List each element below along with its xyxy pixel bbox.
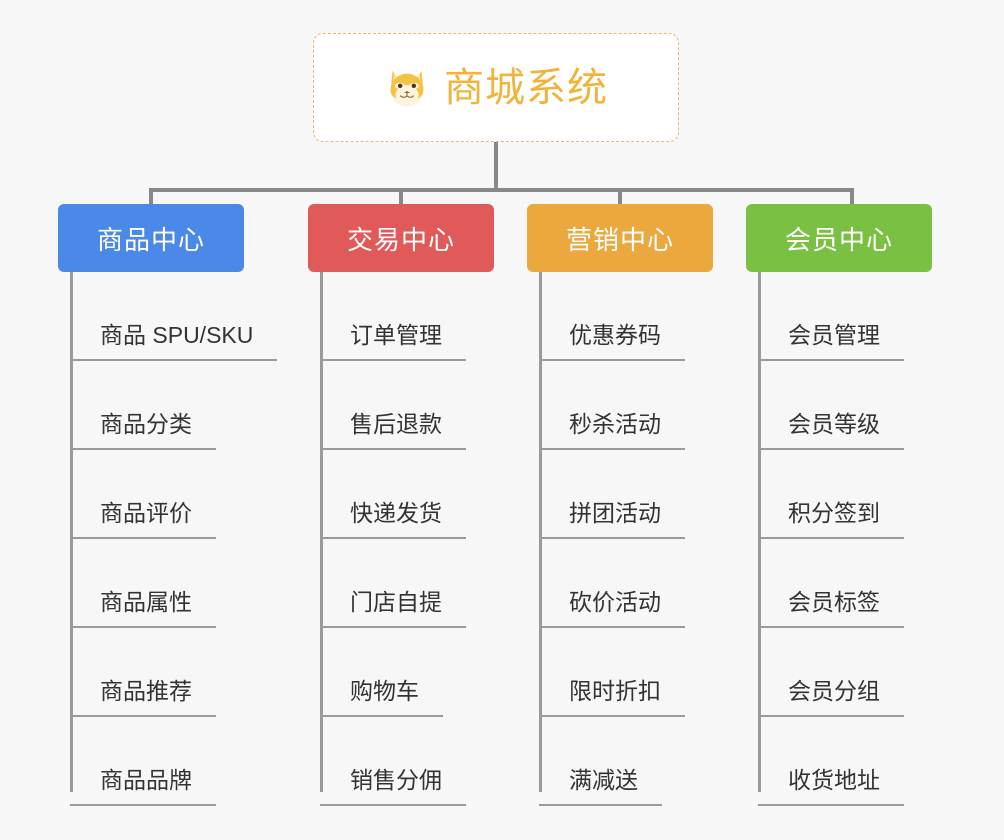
leaf-label: 会员分组 [758, 677, 904, 717]
leaf-label: 优惠券码 [539, 321, 685, 361]
leaf-label: 商品 SPU/SKU [70, 321, 278, 361]
leaf-item[interactable]: 优惠券码 [539, 272, 685, 361]
leaf-item[interactable]: 商品 SPU/SKU [70, 272, 278, 361]
leaf-item[interactable]: 砍价活动 [539, 539, 685, 628]
leaf-label: 限时折扣 [539, 677, 685, 717]
leaf-list-member: 会员管理 会员等级 积分签到 会员标签 会员分组 收货地址 [758, 272, 904, 806]
leaf-label: 满减送 [539, 766, 662, 806]
leaf-label: 售后退款 [320, 410, 466, 450]
leaf-item[interactable]: 购物车 [320, 628, 466, 717]
leaf-label: 商品推荐 [70, 677, 216, 717]
leaf-item[interactable]: 积分签到 [758, 450, 904, 539]
leaf-item[interactable]: 快递发货 [320, 450, 466, 539]
leaf-label: 商品评价 [70, 499, 216, 539]
spine-member [758, 272, 761, 792]
leaf-label: 购物车 [320, 677, 443, 717]
leaf-item[interactable]: 会员管理 [758, 272, 904, 361]
leaf-label: 商品属性 [70, 588, 216, 628]
category-header-product[interactable]: 商品中心 [58, 204, 244, 272]
leaf-item[interactable]: 售后退款 [320, 361, 466, 450]
leaf-label: 秒杀活动 [539, 410, 685, 450]
leaf-item[interactable]: 会员标签 [758, 539, 904, 628]
leaf-item[interactable]: 销售分佣 [320, 717, 466, 806]
root-node-shop-system[interactable]: 商城系统 [313, 33, 679, 142]
leaf-item[interactable]: 会员等级 [758, 361, 904, 450]
leaf-item[interactable]: 商品分类 [70, 361, 277, 450]
leaf-item[interactable]: 门店自提 [320, 539, 466, 628]
leaf-item[interactable]: 收货地址 [758, 717, 904, 806]
leaf-label: 销售分佣 [320, 766, 466, 806]
category-header-trade[interactable]: 交易中心 [308, 204, 494, 272]
spine-product [70, 272, 73, 792]
leaf-item[interactable]: 商品推荐 [70, 628, 277, 717]
leaf-item[interactable]: 拼团活动 [539, 450, 685, 539]
leaf-label: 订单管理 [320, 321, 466, 361]
leaf-item[interactable]: 限时折扣 [539, 628, 685, 717]
leaf-item[interactable]: 满减送 [539, 717, 685, 806]
category-header-member[interactable]: 会员中心 [746, 204, 932, 272]
connector-drop-0 [149, 188, 153, 208]
leaf-label: 积分签到 [758, 499, 904, 539]
category-header-marketing[interactable]: 营销中心 [527, 204, 713, 272]
leaf-list-marketing: 优惠券码 秒杀活动 拼团活动 砍价活动 限时折扣 满减送 [539, 272, 685, 806]
shiba-dog-face-icon [390, 70, 424, 107]
spine-trade [320, 272, 323, 792]
category-column-product: 商品中心 [58, 204, 244, 272]
connector-drop-2 [618, 188, 622, 208]
leaf-item[interactable]: 商品属性 [70, 539, 277, 628]
leaf-label: 收货地址 [758, 766, 904, 806]
leaf-label: 拼团活动 [539, 499, 685, 539]
leaf-item[interactable]: 订单管理 [320, 272, 466, 361]
leaf-label: 砍价活动 [539, 588, 685, 628]
leaf-label: 会员管理 [758, 321, 904, 361]
leaf-item[interactable]: 秒杀活动 [539, 361, 685, 450]
connector-bus-bar [149, 188, 854, 192]
leaf-item[interactable]: 商品品牌 [70, 717, 277, 806]
spine-marketing [539, 272, 542, 792]
category-column-member: 会员中心 [746, 204, 932, 272]
leaf-label: 快递发货 [320, 499, 466, 539]
connector-drop-3 [850, 188, 854, 208]
leaf-list-trade: 订单管理 售后退款 快递发货 门店自提 购物车 销售分佣 [320, 272, 466, 806]
leaf-label: 会员标签 [758, 588, 904, 628]
category-column-trade: 交易中心 [308, 204, 494, 272]
leaf-label: 会员等级 [758, 410, 904, 450]
leaf-item[interactable]: 商品评价 [70, 450, 277, 539]
category-column-marketing: 营销中心 [527, 204, 713, 272]
leaf-label: 商品品牌 [70, 766, 216, 806]
leaf-list-product: 商品 SPU/SKU 商品分类 商品评价 商品属性 商品推荐 商品品牌 [70, 272, 278, 806]
leaf-item[interactable]: 会员分组 [758, 628, 904, 717]
connector-root-stem [494, 142, 498, 190]
connector-drop-1 [399, 188, 403, 208]
leaf-label: 门店自提 [320, 588, 466, 628]
root-title: 商城系统 [444, 65, 608, 110]
leaf-label: 商品分类 [70, 410, 216, 450]
